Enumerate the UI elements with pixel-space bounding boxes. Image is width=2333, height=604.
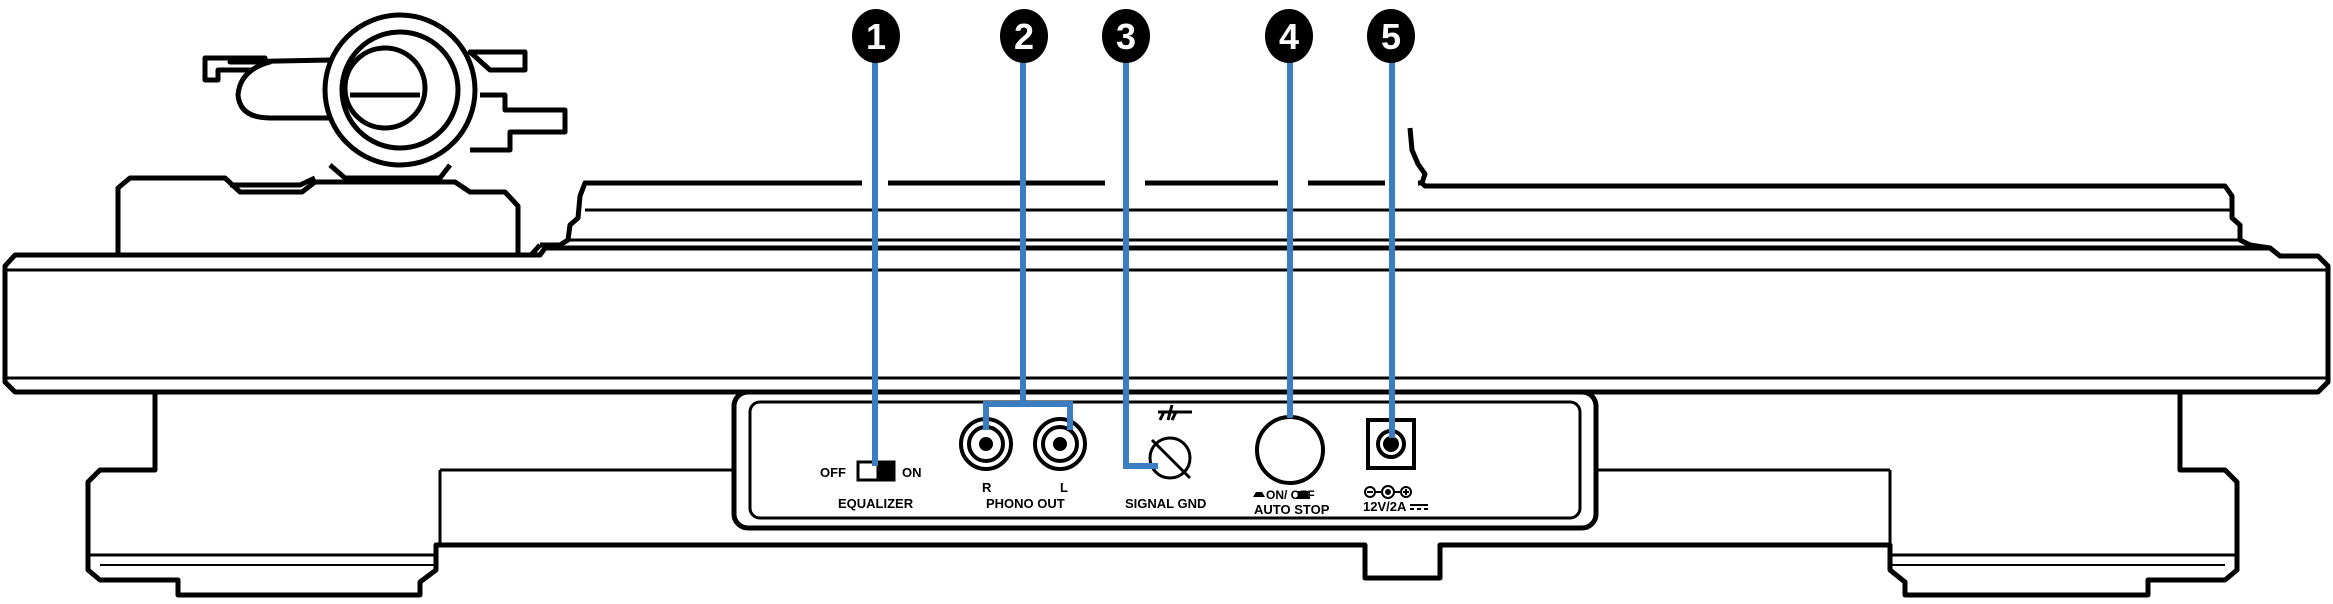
equalizer-label: EQUALIZER <box>838 496 914 511</box>
callout-4: 4 <box>1265 9 1313 63</box>
equalizer-switch[interactable] <box>856 460 896 482</box>
callout-lines <box>872 52 1395 469</box>
auto-stop-state-icons <box>1253 491 1310 499</box>
callout-badge-4 <box>1265 9 1313 63</box>
phono-out-label: PHONO OUT <box>986 496 1065 511</box>
auto-stop-state-label: ON/ OFF <box>1266 488 1315 502</box>
callout-number-5: 5 <box>1381 16 1401 57</box>
callout-number-1: 1 <box>866 16 886 57</box>
phono-l-label: L <box>1060 480 1068 495</box>
callout-badge-2 <box>1000 9 1048 63</box>
tonearm-assembly <box>115 12 568 259</box>
signal-gnd-terminal[interactable] <box>1148 404 1192 480</box>
turntable-body <box>2 127 2331 598</box>
callout-badge-3 <box>1102 9 1150 63</box>
callout-1: 1 <box>852 9 900 63</box>
dc-symbol-icon <box>1410 504 1428 510</box>
equalizer-off-label: OFF <box>820 465 846 480</box>
callout-number-4: 4 <box>1279 16 1299 57</box>
callout-line-2 <box>983 52 1073 430</box>
callout-number-2: 2 <box>1014 16 1034 57</box>
equalizer-on-label: ON <box>902 465 922 480</box>
callout-3: 3 <box>1102 9 1150 63</box>
callout-number-3: 3 <box>1116 16 1136 57</box>
callout-2: 2 <box>1000 9 1048 63</box>
polarity-icon <box>1364 485 1412 499</box>
callout-line-3 <box>1123 52 1158 469</box>
auto-stop-button[interactable] <box>1255 415 1325 485</box>
phono-out-l-jack[interactable] <box>1033 417 1087 471</box>
callout-5: 5 <box>1367 9 1415 63</box>
signal-gnd-label: SIGNAL GND <box>1125 496 1206 511</box>
phono-r-label: R <box>982 480 992 495</box>
power-spec-label: 12V/2A <box>1363 499 1407 514</box>
auto-stop-label: AUTO STOP <box>1254 502 1330 517</box>
callout-badge-5 <box>1367 9 1415 63</box>
callout-badge-1 <box>852 9 900 63</box>
